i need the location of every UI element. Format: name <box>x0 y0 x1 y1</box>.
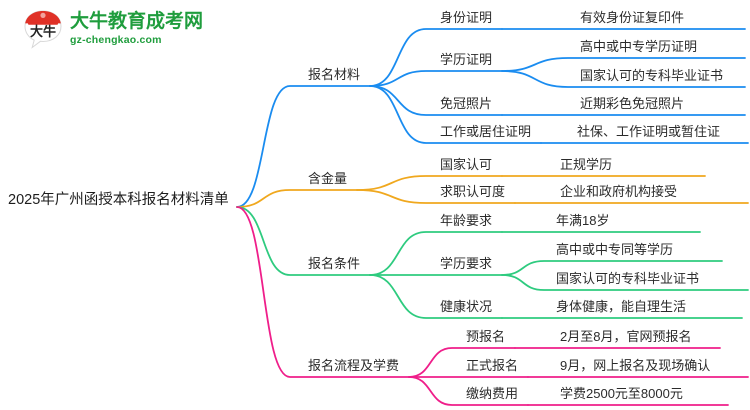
child-label-1-1[interactable]: 求职认可度 <box>440 184 506 199</box>
leaf-label-3-2-0[interactable]: 学费2500元至8000元 <box>560 386 683 401</box>
leaf-label-2-1-1[interactable]: 国家认可的专科毕业证书 <box>556 271 700 286</box>
site-logo: 大牛 大牛教育成考网 gz-chengkao.com <box>22 8 203 50</box>
branch-line-3 <box>236 206 410 378</box>
leaf-label-2-1-0[interactable]: 高中或中专同等学历 <box>556 242 674 257</box>
branch-label-0[interactable]: 报名材料 <box>308 67 361 82</box>
child-label-2-2[interactable]: 健康状况 <box>440 299 493 314</box>
leaf-label-0-1-0[interactable]: 高中或中专学历证明 <box>580 39 698 54</box>
leaf-label-0-3-0[interactable]: 社保、工作证明或暂住证 <box>577 124 721 139</box>
child-line-3-0 <box>408 347 516 378</box>
branch-label-2[interactable]: 报名条件 <box>308 256 361 271</box>
child-line-1-0 <box>356 175 503 191</box>
leaf-label-3-1-0[interactable]: 9月，网上报名及现场确认 <box>560 358 711 373</box>
svg-text:大牛: 大牛 <box>30 24 56 39</box>
child-label-0-1[interactable]: 学历证明 <box>440 52 493 67</box>
leaf-line-2-1-1 <box>501 274 749 291</box>
leaf-label-3-0-0[interactable]: 2月至8月，官网预报名 <box>560 329 692 344</box>
branch-line-2 <box>236 206 371 276</box>
leaf-label-0-2-0[interactable]: 近期彩色免冠照片 <box>580 96 685 111</box>
branch-line-1 <box>236 189 358 208</box>
child-line-2-2 <box>369 274 503 319</box>
leaf-line-0-1-1 <box>501 70 746 88</box>
branch-line-0 <box>236 85 371 208</box>
child-label-3-0[interactable]: 预报名 <box>466 329 506 344</box>
branch-label-1[interactable]: 含金量 <box>308 171 348 186</box>
child-line-0-0 <box>369 28 503 87</box>
leaf-label-2-2-0[interactable]: 身体健康，能自理生活 <box>556 299 687 314</box>
child-line-2-0 <box>369 231 503 276</box>
child-line-0-3 <box>369 85 542 144</box>
child-line-0-1 <box>369 70 503 87</box>
child-label-2-0[interactable]: 年龄要求 <box>440 213 493 228</box>
daniu-speech-bubble-logo-icon: 大牛 <box>22 8 64 50</box>
child-label-3-1[interactable]: 正式报名 <box>466 358 519 373</box>
child-label-0-2[interactable]: 免冠照片 <box>440 96 493 111</box>
leaf-label-1-1-0[interactable]: 企业和政府机构接受 <box>560 184 678 199</box>
leaf-label-0-0-0[interactable]: 有效身份证复印件 <box>580 10 685 25</box>
logo-subtitle: gz-chengkao.com <box>70 34 162 47</box>
root-node-label[interactable]: 2025年广州函授本科报名材料清单 <box>8 192 229 208</box>
logo-title: 大牛教育成考网 <box>70 11 204 33</box>
child-label-1-0[interactable]: 国家认可 <box>440 157 493 172</box>
child-label-2-1[interactable]: 学历要求 <box>440 256 493 271</box>
child-line-3-2 <box>408 376 529 406</box>
leaf-label-0-1-1[interactable]: 国家认可的专科毕业证书 <box>580 68 724 83</box>
child-label-3-2[interactable]: 缴纳费用 <box>466 386 519 401</box>
leaf-label-1-0-0[interactable]: 正规学历 <box>560 157 613 172</box>
child-label-0-0[interactable]: 身份证明 <box>440 10 493 25</box>
child-label-0-3[interactable]: 工作或居住证明 <box>440 124 532 139</box>
branch-label-3[interactable]: 报名流程及学费 <box>308 358 400 373</box>
leaf-line-0-1-0 <box>501 57 746 72</box>
child-line-1-1 <box>356 189 516 204</box>
leaf-line-2-1-0 <box>501 260 723 276</box>
leaf-label-2-0-0[interactable]: 年满18岁 <box>556 213 610 228</box>
